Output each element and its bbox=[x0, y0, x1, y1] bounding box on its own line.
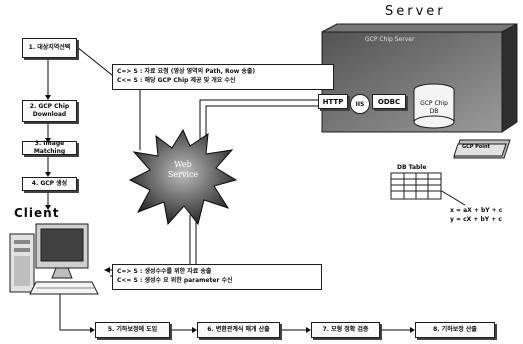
web-service-label: Web Service bbox=[160, 160, 206, 180]
equation-line2: y = cX + bY + c bbox=[450, 215, 502, 224]
note-bottom-line1: C=> S : 생성수수를 위한 자료 송출 bbox=[117, 267, 317, 276]
gcp-point-label: GCP Point bbox=[462, 144, 490, 150]
step-3: 3. Image Matching bbox=[22, 141, 77, 155]
computer-icon bbox=[6, 220, 102, 300]
step-8: 8. 기하보정 산출 bbox=[415, 322, 495, 338]
db-table-label: DB Table bbox=[397, 164, 426, 171]
odbc-box: ODBC bbox=[372, 94, 406, 109]
step-6: 6. 변환관계식 매개 산출 bbox=[197, 322, 280, 338]
line-table-equations bbox=[440, 190, 465, 205]
note-top-line1: C=> S : 자료 요청 (영상 영역의 Path, Row 송출) bbox=[117, 67, 329, 76]
note-bottom-line2: C<= S : 생성수 요 위한 parameter 수신 bbox=[117, 276, 317, 285]
http-box: HTTP bbox=[318, 94, 348, 109]
db-table-grid bbox=[390, 172, 442, 200]
step-5: 5. 기하보정에 도입 bbox=[95, 322, 170, 338]
note-top: C=> S : 자료 요청 (영상 영역의 Path, Row 송출) C<= … bbox=[112, 64, 334, 90]
step-4: 4. GCP 생성 bbox=[22, 177, 77, 191]
step-2: 2. GCP Chip Download bbox=[22, 100, 77, 122]
equations: x = aX + bY + c y = cX + bY + c bbox=[450, 206, 502, 224]
note-bottom: C=> S : 생성수수를 위한 자료 송출 C<= S : 생성수 요 위한 … bbox=[112, 264, 322, 290]
step-7: 7. 모형 정확 검증 bbox=[311, 322, 380, 338]
web-service-label-line1: Web bbox=[160, 160, 206, 170]
iis-badge: IIS bbox=[350, 94, 370, 114]
line-step1-note bbox=[77, 47, 112, 75]
equation-line1: x = aX + bY + c bbox=[450, 206, 502, 215]
iis-label: IIS bbox=[356, 101, 365, 108]
web-service-label-line2: Service bbox=[160, 170, 206, 180]
db-label: GCP Chip DB bbox=[418, 100, 450, 116]
server-container-label: GCP Chip Server bbox=[365, 36, 414, 43]
client-title: Client bbox=[14, 206, 59, 220]
note-top-line2: C<= S : 해당 GCP Chip 제공 및 개요 수신 bbox=[117, 76, 329, 85]
step-1: 1. 대상지역선택 bbox=[22, 38, 77, 58]
server-title: Server bbox=[385, 4, 446, 19]
